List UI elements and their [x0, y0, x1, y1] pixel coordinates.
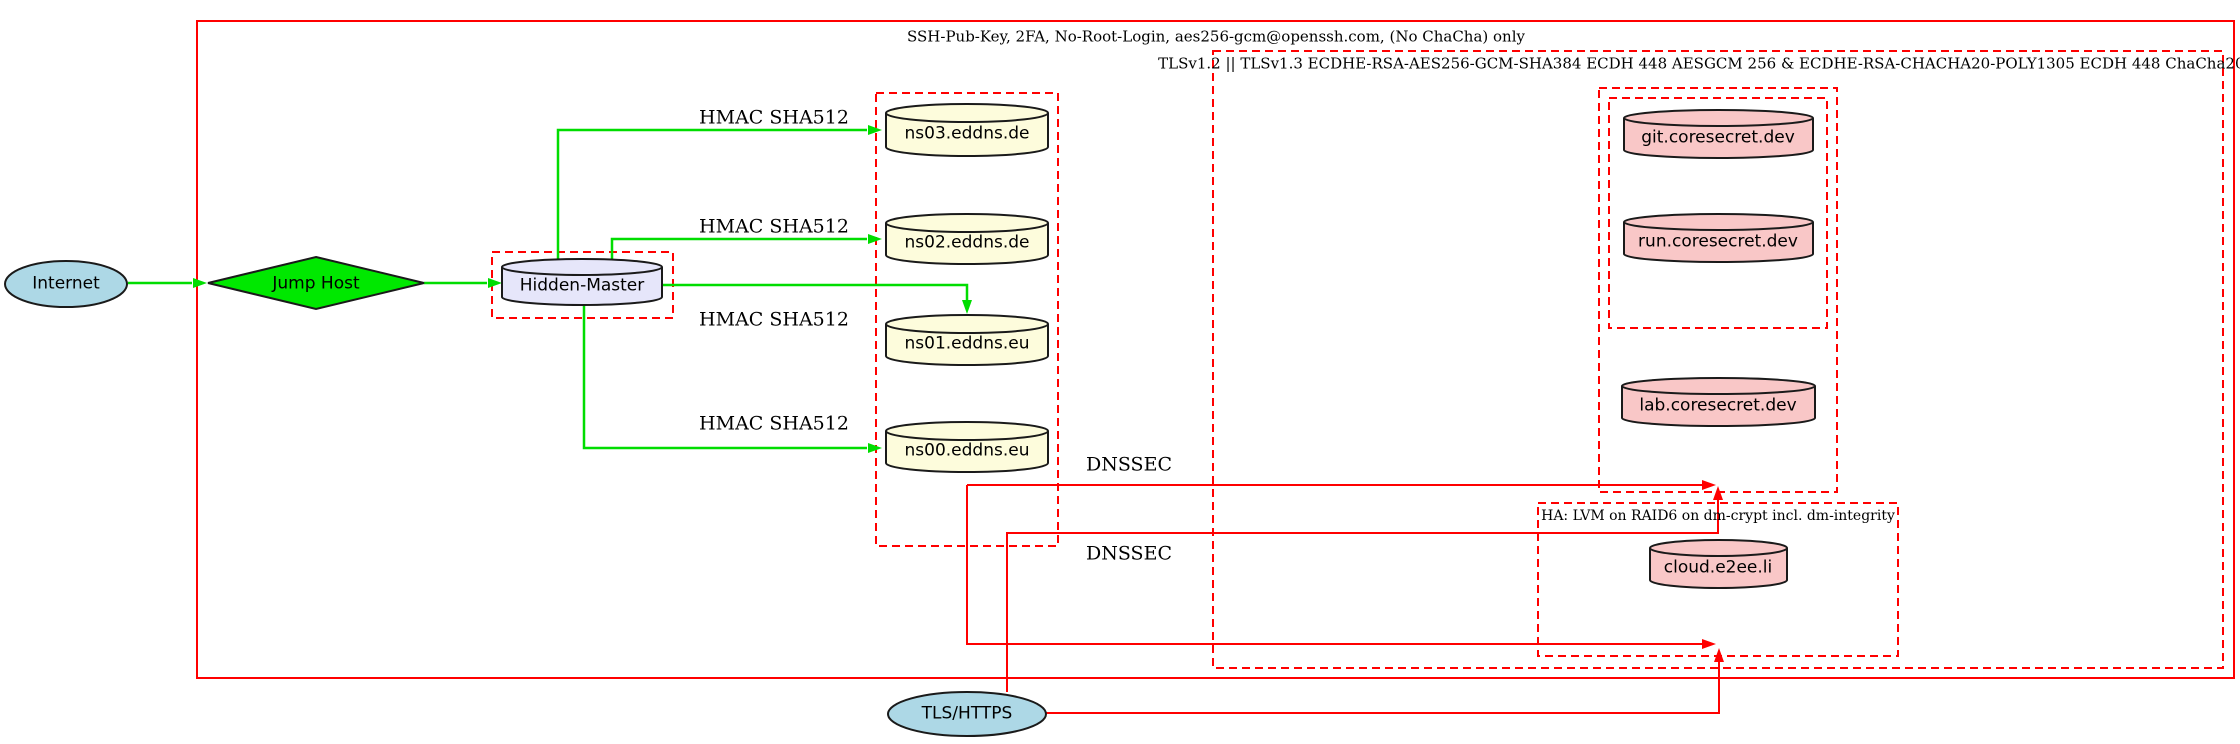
node-git-cylinder-rim [1623, 117, 1814, 127]
arrowhead-ns03 [868, 125, 882, 135]
node-internet-ellipse [4, 260, 128, 308]
cluster-ha-label: HA: LVM on RAID6 on dm-crypt incl. dm-in… [1541, 508, 1895, 524]
arrowhead-hiddenmaster [488, 278, 502, 288]
cluster-ssh-label: SSH-Pub-Key, 2FA, No-Root-Login, aes256-… [907, 27, 1525, 46]
node-lab-cylinder-rim [1621, 385, 1816, 395]
node-lab-cylinder [1621, 377, 1816, 427]
node-ns01-label: ns01.eddns.eu [904, 333, 1030, 354]
edge-label-hmac-ns00: HMAC SHA512 [699, 412, 849, 435]
node-ns01-cylinder-rim [885, 323, 1049, 334]
node-ns03-label: ns03.eddns.de [904, 123, 1030, 144]
cluster-eddns-border [875, 92, 1059, 547]
arrowhead-ns01 [962, 300, 972, 314]
node-cloud-cylinder [1649, 539, 1788, 589]
node-lab-label: lab.coresecret.dev [1639, 395, 1797, 416]
arrowhead-tls-ha [1714, 648, 1724, 662]
edge-label-dnssec-2: DNSSEC [1086, 542, 1172, 565]
arrowhead-dnssec-ha [1702, 639, 1716, 649]
node-internet-label: Internet [32, 273, 100, 294]
edge-tls-to-ha [1046, 662, 1720, 714]
node-ns00-label: ns00.eddns.eu [904, 440, 1030, 461]
edge-label-hmac-ns01: HMAC SHA512 [699, 308, 849, 331]
edge-tls-to-coresecret [1006, 500, 1719, 692]
arrowhead-jumphost [193, 278, 207, 288]
node-hiddenmaster-cylinder [501, 258, 663, 306]
node-ns02-label: ns02.eddns.de [904, 232, 1030, 253]
cluster-tls-label: TLSv1.2 || TLSv1.3 ECDHE-RSA-AES256-GCM-… [1158, 54, 2240, 73]
edge-label-hmac-ns02: HMAC SHA512 [699, 215, 849, 238]
edge-hiddenmaster-ns01 [662, 283, 969, 300]
node-cloud-label: cloud.e2ee.li [1663, 557, 1773, 578]
node-ns02-cylinder-rim [885, 222, 1049, 233]
node-jumphost-diamond [207, 255, 425, 311]
node-run-label: run.coresecret.dev [1638, 231, 1798, 252]
node-git-label: git.coresecret.dev [1641, 127, 1795, 148]
edge-hiddenmaster-ns03 [556, 128, 867, 260]
node-cloud-cylinder-rim [1649, 547, 1788, 557]
edge-dnssec-to-ha [966, 485, 1702, 645]
node-jumphost-label: Jump Host [272, 273, 360, 294]
node-ns03-cylinder-rim [885, 112, 1049, 123]
cluster-ssh-border [196, 20, 2235, 679]
node-ns02-cylinder [885, 213, 1049, 265]
node-ns01-cylinder [885, 314, 1049, 366]
edge-label-hmac-ns03: HMAC SHA512 [699, 106, 849, 129]
arrowhead-tls-coresecret [1713, 486, 1723, 500]
edge-label-dnssec-1: DNSSEC [1086, 453, 1172, 476]
node-tlshttps-ellipse [887, 691, 1047, 737]
node-ns00-cylinder-rim [885, 430, 1049, 441]
arrowhead-ns00 [868, 443, 882, 453]
node-ns03-cylinder [885, 103, 1049, 157]
arrowhead-ns02 [868, 234, 882, 244]
cluster-coresecret-inner-border [1608, 97, 1828, 329]
node-hiddenmaster-cylinder-rim [501, 266, 663, 276]
node-run-cylinder-rim [1623, 221, 1814, 231]
node-git-cylinder [1623, 109, 1814, 159]
arrowhead-dnssec-coresecret [1702, 480, 1716, 490]
node-ns00-cylinder [885, 421, 1049, 473]
edge-hiddenmaster-ns00 [582, 305, 867, 450]
edge-hiddenmaster-ns02 [610, 237, 867, 260]
node-run-cylinder [1623, 213, 1814, 263]
node-hiddenmaster-label: Hidden-Master [519, 275, 645, 296]
node-tlshttps-label: TLS/HTTPS [921, 703, 1013, 724]
